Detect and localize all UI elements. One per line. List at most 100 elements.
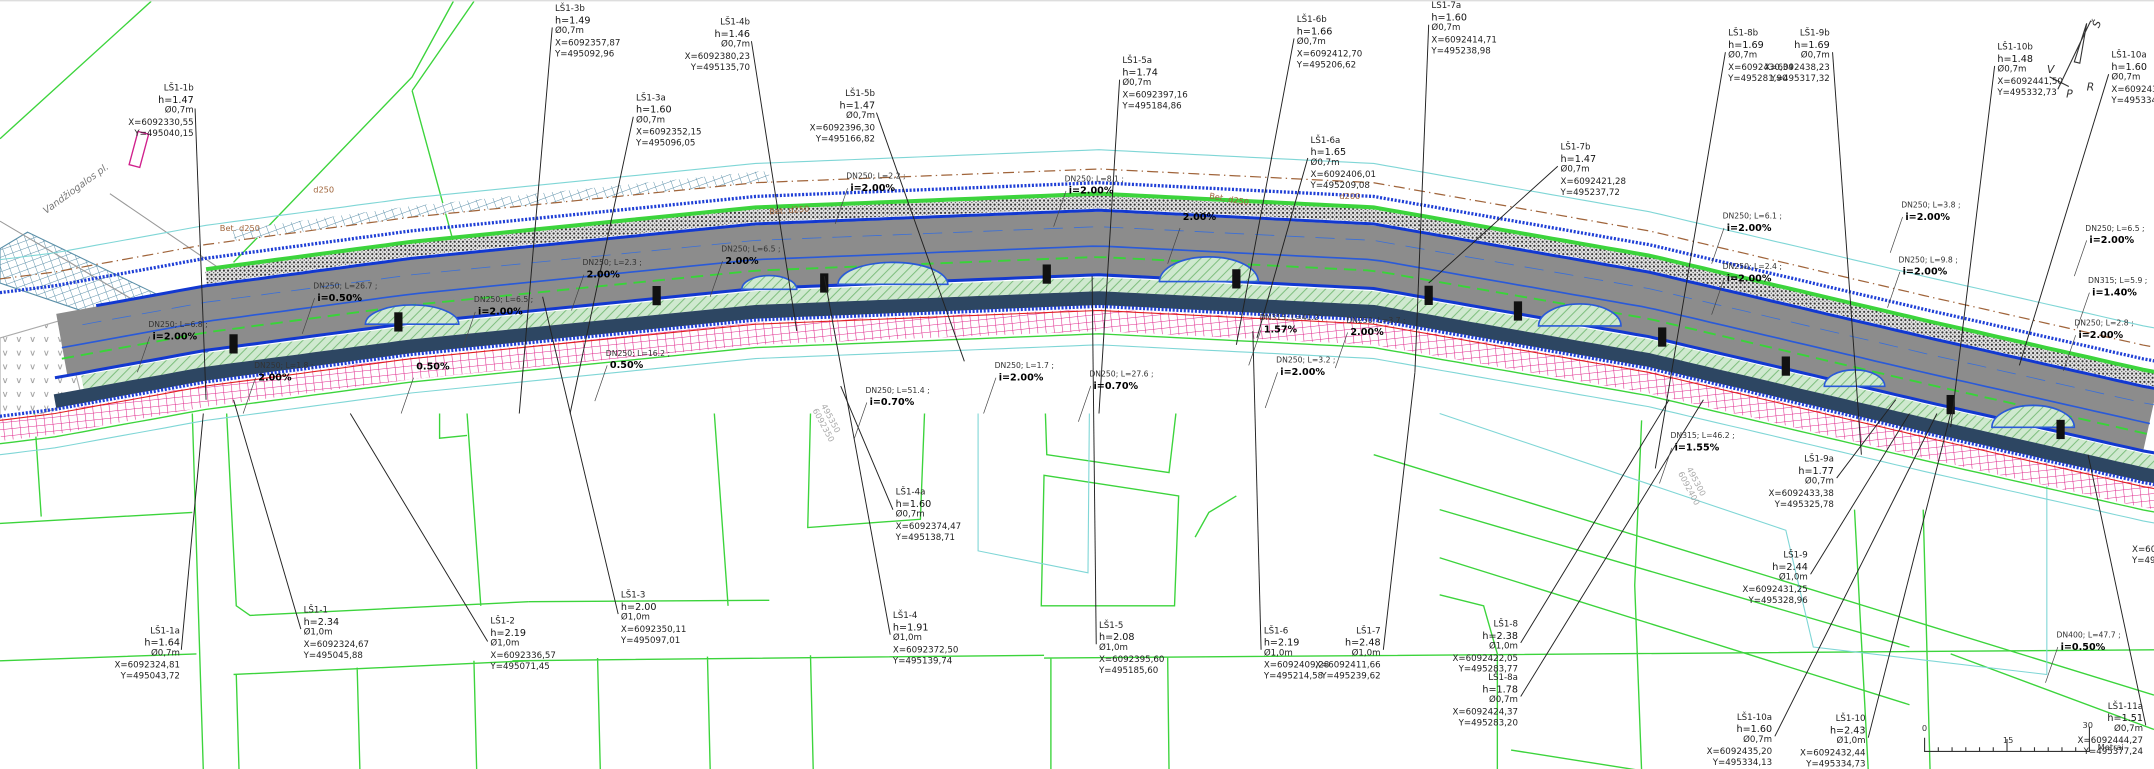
road-layer-line — [61, 245, 2151, 425]
manhole-id: LŠ1-3b — [554, 4, 585, 14]
pipe-leader-line — [2076, 292, 2090, 329]
pipe-spec: DN250; L=6.5 ; — [721, 245, 781, 255]
manhole-depth: h=1.60 — [636, 104, 672, 116]
pipe-slope: i=2.00% — [1905, 211, 1951, 223]
manhole-diameter: Ø0,7m — [1296, 37, 1326, 48]
pipe-slope: i=2.00% — [2078, 329, 2124, 341]
manhole-depth: h=1.60 — [1736, 724, 1773, 736]
manhole-y-coord: Y=495377,24 — [2083, 747, 2144, 757]
pipe-spec: DN250; L=2.4 ; — [1722, 263, 1782, 272]
pipe-label: DN250; L=27.6 ;i=0.70% — [1089, 370, 1153, 392]
road-layer-line — [0, 304, 2154, 487]
manhole-x-coord: X=6092324,67 — [303, 639, 370, 650]
manhole-depth: h=1.60 — [2111, 62, 2147, 74]
manhole-id: LŠ1-5b — [845, 89, 876, 99]
traffic-island — [1991, 404, 2076, 429]
pipe-slope: 2.00% — [725, 255, 759, 267]
manhole-x-coord: X=6092432,44 — [1800, 748, 1866, 758]
pipe-label: DN250; L=3.2 ;i=2.00% — [1276, 356, 1335, 378]
leader-line — [1252, 331, 1262, 650]
pipe-label: DN315; L=46.2 ;i=1.55% — [1670, 431, 1734, 454]
manhole-id: LŠ1-5 — [1098, 620, 1124, 631]
manhole-depth: h=1.46 — [714, 29, 751, 41]
manhole-x-coord: X=6092430,34 — [1728, 62, 1794, 73]
pipe-label: DN250; L=16.2 ;0.50% — [606, 349, 670, 371]
road-layer-line — [82, 226, 2154, 406]
manhole-diameter: Ø0,7m — [1488, 695, 1518, 706]
traffic-island — [1823, 369, 1886, 388]
manhole-diameter: Ø0,7m — [164, 106, 194, 116]
pipe-label: DN250; L=6.5 ;2.00% — [721, 245, 780, 267]
pipe-slope: i=2.00% — [1726, 273, 1772, 285]
pipe-spec: DN250; L=8.1 ; — [1064, 175, 1124, 185]
pipe-leader-line — [2063, 335, 2077, 372]
pipe-spec: DN250; L=6.8 ; — [148, 321, 208, 330]
manhole-id: LŠ1-9 — [1783, 550, 1808, 561]
leader-line — [1091, 276, 1097, 645]
utility-label: d200 — [1339, 192, 1361, 202]
manhole-depth: h=1.60 — [1431, 12, 1467, 24]
manhole-diameter: Ø0,7m — [1560, 165, 1590, 176]
manhole-x-coord: X=6092422,05 — [1452, 653, 1518, 663]
manhole-x-coord: X=6092330,55 — [128, 117, 194, 128]
pipe-leader-line — [1264, 372, 1278, 409]
manhole-markers — [229, 264, 2065, 440]
pipe-leader-line — [242, 377, 256, 414]
pipe-leader-line — [983, 377, 997, 414]
manhole-depth: h=2.00 — [620, 601, 657, 613]
north-arrow-icon — [2049, 20, 2092, 90]
manhole-x-coord: X=6092409,28 — [1263, 660, 1330, 670]
leader-line — [349, 413, 489, 642]
pipe-label: DN250; L=6.1 ;i=2.00% — [1723, 212, 1782, 234]
manhole-diameter: Ø0,7m — [1310, 158, 1340, 169]
manhole-marker — [1232, 269, 1241, 289]
pipe-slope: i=2.00% — [998, 372, 1044, 384]
pipe-label: DN250; L=6.5 ;i=2.00% — [2085, 224, 2144, 246]
manhole-y-coord: Y=495166,82 — [815, 134, 876, 144]
manhole-x-coord: X=6092374,47 — [895, 521, 962, 532]
manhole-marker — [1658, 327, 1667, 347]
manhole-y-coord: Y=495045,88 — [303, 650, 363, 661]
pipe-label: DN250; L=6.5 ;i=2.00% — [474, 295, 533, 318]
manhole-x-coord: X=6092 — [2132, 545, 2154, 555]
pipe-leader-line — [400, 377, 414, 414]
pipe-label: DN250; L=3.7 ;2.00% — [1346, 316, 1405, 338]
manhole-depth: h=1.47 — [158, 95, 194, 107]
leader-line — [2087, 454, 2147, 726]
manhole-y-coord: Y=495138,71 — [895, 532, 955, 543]
pipe-leader-line — [594, 365, 608, 402]
manhole-diameter: Ø1,0m — [303, 628, 333, 638]
leader-line — [1810, 413, 1910, 575]
manhole-y-coord: Y=495283,20 — [1458, 718, 1518, 728]
pipe-label: 0.50% — [412, 361, 449, 372]
manhole-marker — [652, 286, 661, 306]
manhole-x-coord: X=6092438,23 — [1764, 62, 1830, 73]
leader-line — [750, 41, 798, 332]
leader-line — [180, 413, 204, 650]
manhole-diameter: Ø0,7m — [2111, 73, 2141, 83]
manhole-y-coord: Y=495206,62 — [1296, 60, 1357, 70]
manhole-id: LŠ1-3a — [636, 93, 666, 104]
manhole-y-coord: Y=495096,05 — [636, 138, 696, 149]
pipe-leader-line — [2073, 240, 2088, 277]
manhole-id: LŠ1-10b — [1997, 42, 2033, 53]
leader-line — [542, 296, 619, 615]
manhole-depth: h=2.38 — [1482, 630, 1518, 642]
leader-line — [1520, 399, 1704, 697]
scale-unit: Metrai — [2097, 743, 2124, 753]
road-layer-line — [0, 309, 2154, 510]
pipe-spec: DN250; L=27.6 ; — [1089, 370, 1154, 380]
pipe-leader-line — [1334, 332, 1348, 369]
pipe-spec: DN250; L=2.2 ; — [846, 173, 906, 182]
manhole-id: LŠ1-6a — [1310, 135, 1341, 146]
manhole-marker — [394, 312, 403, 332]
west-letter: V — [2046, 63, 2055, 76]
